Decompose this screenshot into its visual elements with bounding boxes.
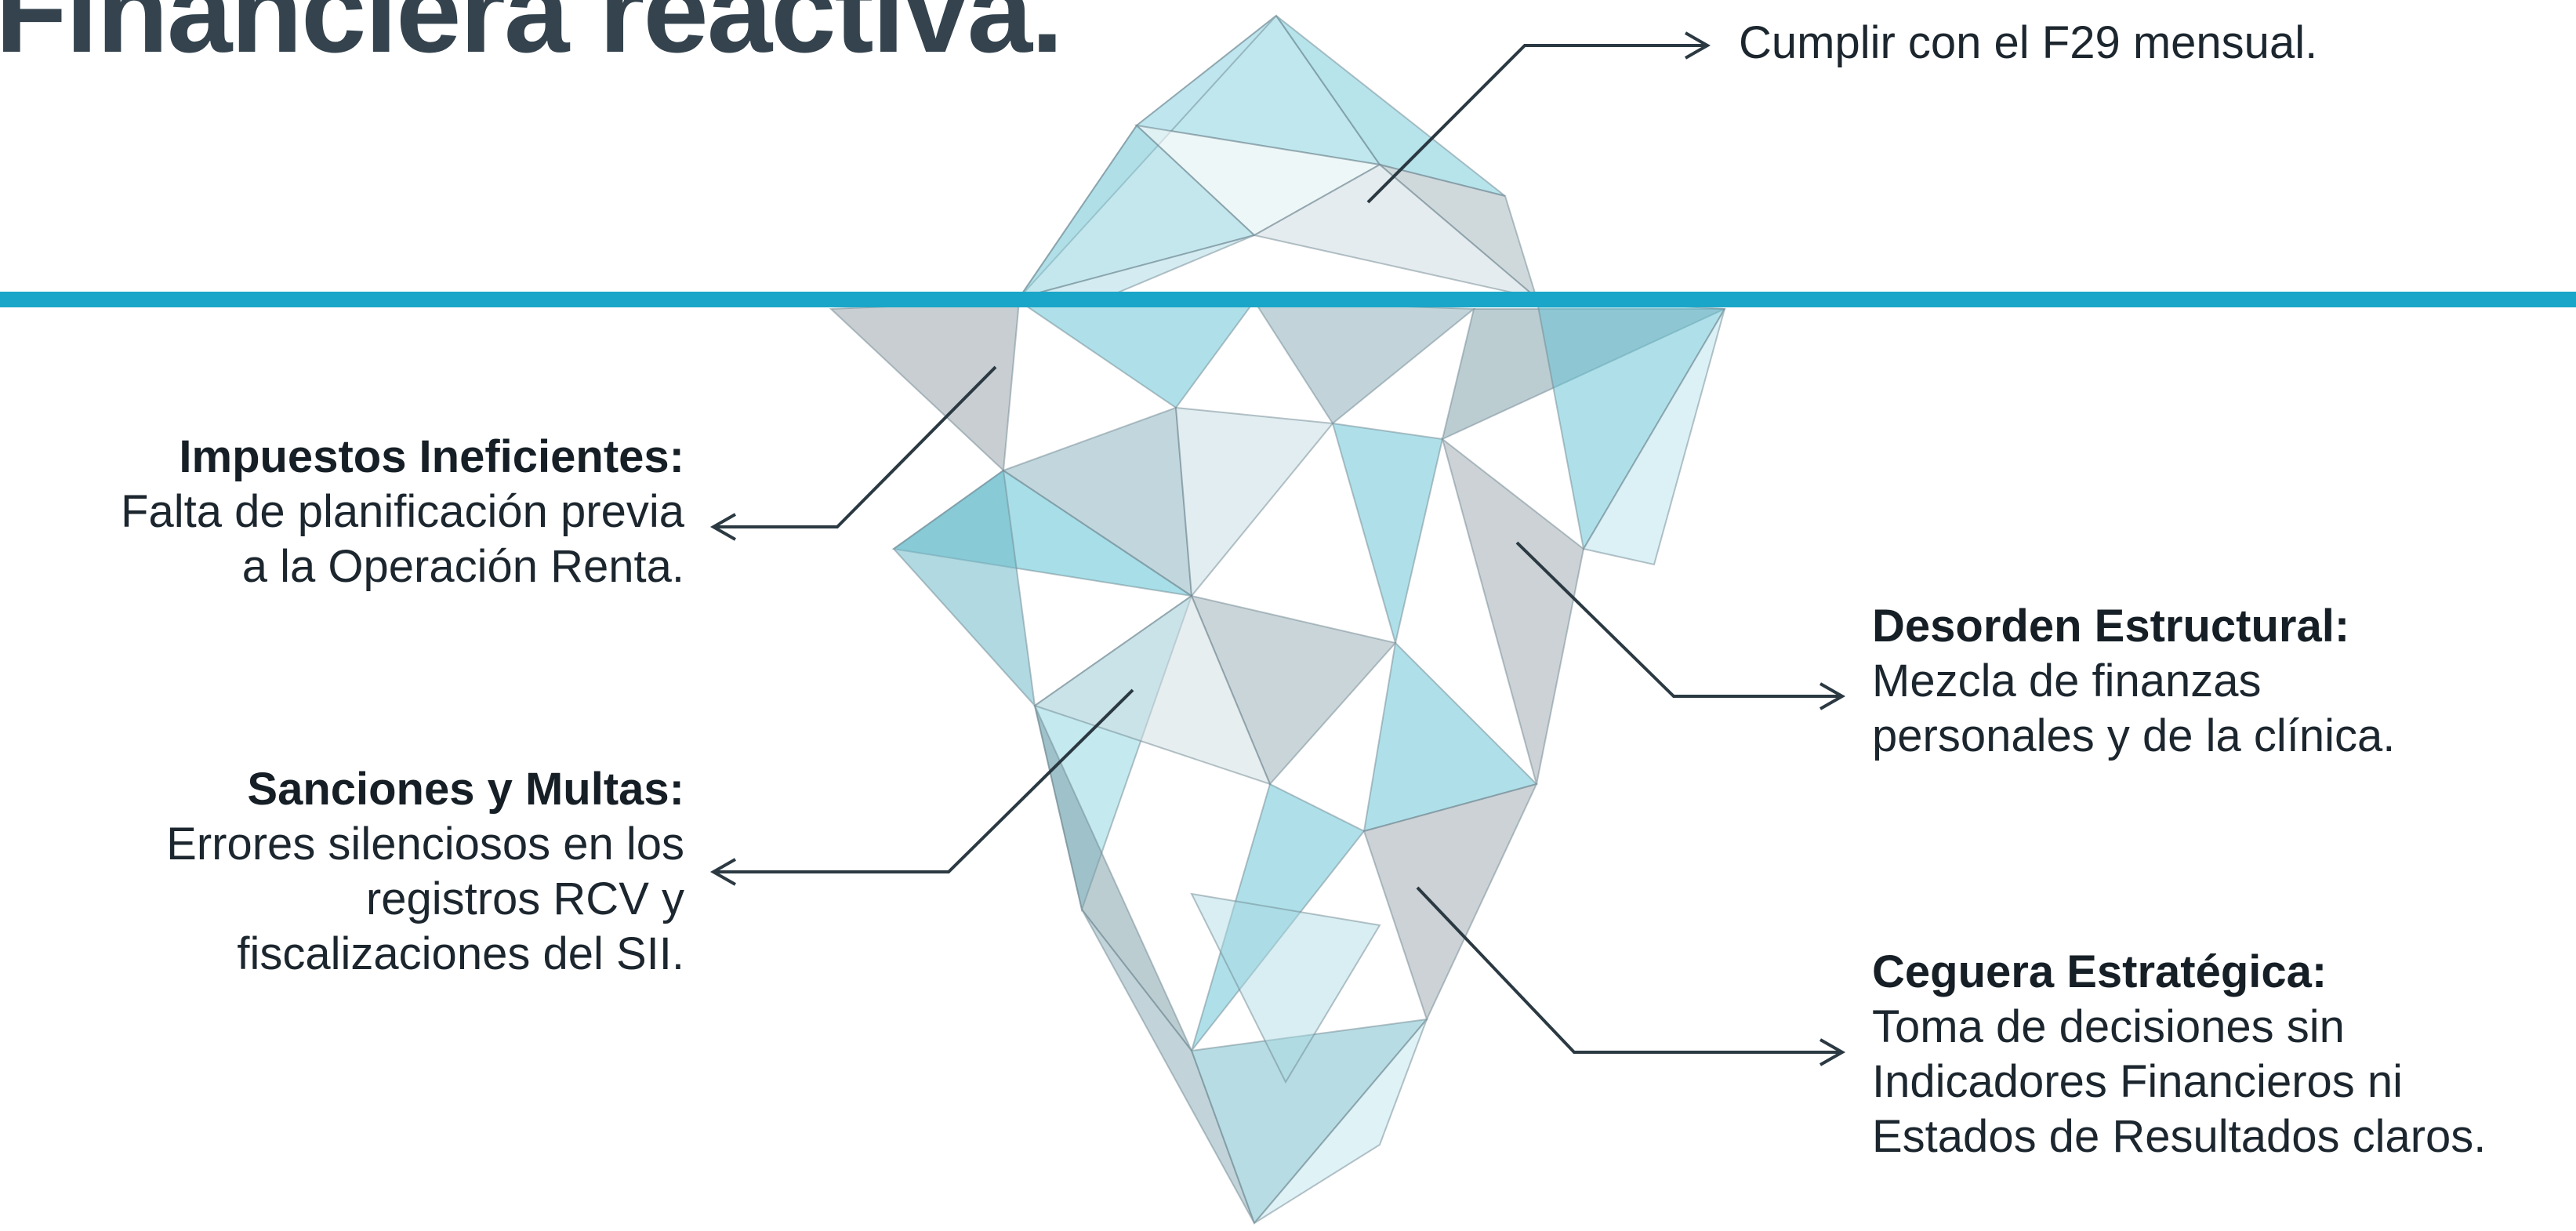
arrowhead-top: [1685, 31, 1711, 60]
label-ceguera-line: Toma de decisiones sin: [1872, 1001, 2345, 1052]
label-desorden-line: personales y de la clínica.: [1872, 710, 2396, 761]
label-sanciones-line: registros RCV y: [365, 873, 684, 924]
label-tip: Cumplir con el F29 mensual.: [1739, 16, 2317, 71]
waterline: [0, 292, 2576, 307]
connector-lines: [709, 31, 1846, 1066]
iceberg-illustration: [829, 14, 1726, 1225]
label-sanciones-line: fiscalizaciones del SII.: [237, 928, 684, 979]
arrowhead-ceguera: [1820, 1038, 1846, 1066]
label-desorden-heading: Desorden Estructural:: [1872, 601, 2350, 652]
arrowhead-desorden: [1820, 682, 1846, 710]
label-sanciones-heading: Sanciones y Multas:: [247, 764, 684, 815]
label-ceguera-line: Estados de Resultados claros.: [1872, 1111, 2487, 1162]
connector-desorden: [1515, 541, 1841, 698]
connector-sanciones: [715, 688, 1134, 873]
label-impuestos-line: a la Operación Renta.: [241, 541, 684, 592]
label-ceguera: Ceguera Estratégica: Toma de decisiones …: [1872, 945, 2576, 1164]
arrowhead-sanciones: [709, 858, 736, 886]
label-tip-text: Cumplir con el F29 mensual.: [1739, 17, 2318, 68]
label-impuestos-line: Falta de planificación previa: [121, 486, 684, 537]
arrowhead-impuestos: [709, 513, 736, 541]
label-ceguera-line: Indicadores Financieros ni: [1872, 1056, 2404, 1107]
label-impuestos-heading: Impuestos Ineficientes:: [179, 431, 684, 482]
connector-impuestos: [715, 365, 997, 528]
connector-top: [1366, 44, 1705, 204]
label-ceguera-heading: Ceguera Estratégica:: [1872, 946, 2327, 997]
label-desorden: Desorden Estructural: Mezcla de finanzas…: [1872, 599, 2546, 764]
page-title: Financiera reactiva.: [0, 0, 1064, 77]
label-sanciones-line: Errores silenciosos en los: [166, 819, 684, 870]
label-impuestos: Impuestos Ineficientes: Falta de planifi…: [0, 430, 684, 594]
label-sanciones: Sanciones y Multas: Errores silenciosos …: [0, 762, 684, 982]
label-desorden-line: Mezcla de finanzas: [1872, 655, 2262, 706]
connector-ceguera: [1416, 886, 1841, 1054]
